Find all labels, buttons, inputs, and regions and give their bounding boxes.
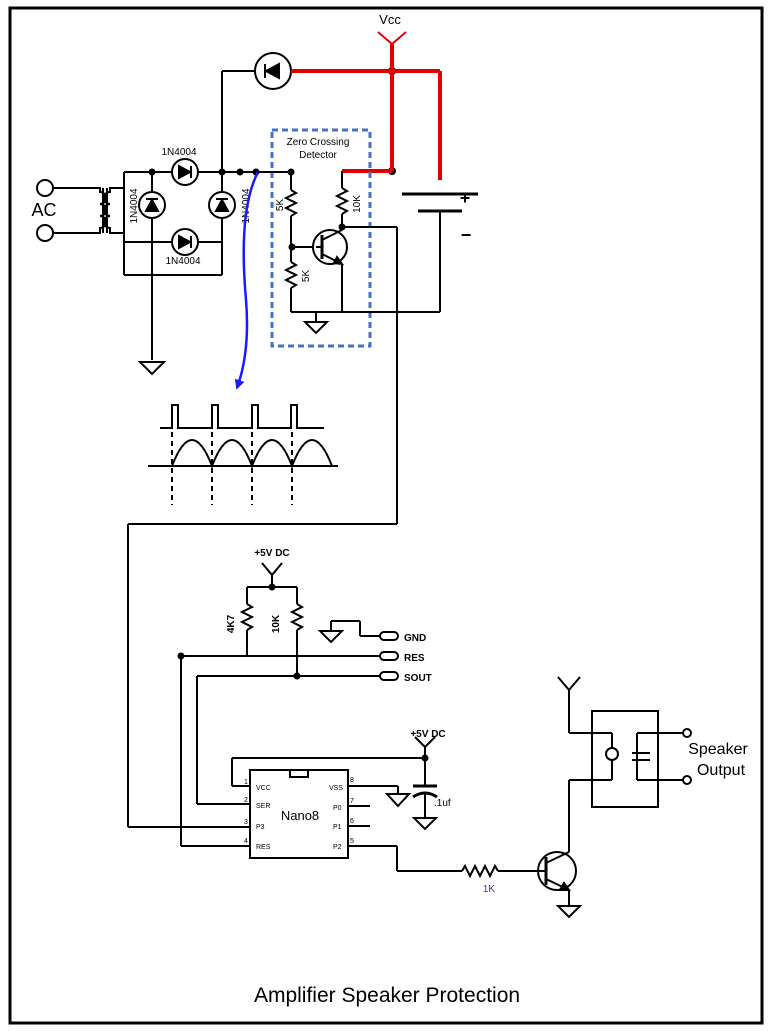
relay [557, 676, 692, 808]
r-bottom-label: 5K [301, 270, 312, 283]
detector-ground [302, 321, 330, 335]
bridge-diode-top [171, 158, 199, 186]
pin-2-name: SER [256, 803, 270, 810]
gnd-connector [317, 620, 380, 644]
dc5v-cap-label: +5V DC [410, 729, 445, 740]
page-title: Amplifier Speaker Protection [254, 984, 520, 1007]
supply-wiring [221, 70, 254, 172]
plus-label: + [460, 188, 471, 208]
pin-1-name: VCC [256, 785, 271, 792]
pin-2-number: 2 [244, 797, 248, 804]
ground-symbol [137, 361, 167, 376]
pullup-network [180, 562, 380, 846]
zcd-label-2: Detector [299, 150, 337, 161]
r-top-label: 5K [275, 199, 286, 212]
pin-6-number: 6 [350, 818, 354, 825]
decoupling-capacitor [411, 736, 439, 831]
zero-crossing-box [270, 128, 372, 348]
header-pins [379, 631, 399, 681]
pin-5-number: 5 [350, 838, 354, 845]
series-diode [254, 52, 292, 90]
waveform-arrow [234, 171, 260, 390]
chip-ground [384, 793, 412, 808]
ac-input [36, 179, 88, 242]
waveform-guides [171, 432, 293, 505]
battery-capacitor [402, 192, 478, 312]
bridge-diode-right [208, 191, 236, 219]
pin-1-number: 1 [244, 779, 248, 786]
diode-left-label: 1N4004 [129, 188, 140, 223]
diode-top-label: 1N4004 [161, 147, 196, 158]
ac-label: AC [31, 200, 56, 220]
zcd-label-1: Zero Crossing [287, 137, 350, 148]
sout-label: SOUT [404, 673, 432, 684]
pin-8-number: 8 [350, 777, 354, 784]
pin-3-number: 3 [244, 819, 248, 826]
res-label: RES [404, 653, 425, 664]
cap-label: .1uf [434, 798, 451, 809]
chip-label: Nano8 [281, 808, 319, 823]
bridge-diode-left [138, 191, 166, 219]
detector-wiring [127, 171, 440, 827]
pin-7-name: P0 [333, 805, 342, 812]
diode-bottom-label: 1N4004 [165, 256, 200, 267]
waveform [148, 404, 338, 469]
r-1k-label: 1K [483, 884, 496, 895]
pin-8-name: VSS [329, 785, 343, 792]
pin-4-name: RES [256, 844, 271, 851]
pin-7-number: 7 [350, 798, 354, 805]
nano8-chip [128, 757, 462, 872]
bridge-diode-bottom [171, 228, 199, 256]
vcc-label: Vcc [379, 12, 401, 27]
pin-6-name: P1 [333, 824, 342, 831]
pin-3-name: P3 [256, 824, 265, 831]
transformer [88, 187, 124, 234]
speaker-label-2: Output [697, 762, 746, 779]
r-4k7-label: 4K7 [226, 614, 237, 633]
output-driver [461, 779, 612, 919]
r-10k-label: 10K [271, 614, 282, 633]
pin-4-number: 4 [244, 838, 248, 845]
page-border [8, 6, 764, 1025]
dc5v-top-label: +5V DC [254, 548, 289, 559]
vcc-power-wires [291, 44, 442, 180]
detector-transistor [312, 229, 348, 266]
vcc-antenna [377, 31, 407, 45]
minus-label: − [461, 225, 472, 245]
speaker-label-1: Speaker [688, 741, 748, 758]
gnd-label: GND [404, 633, 426, 644]
pin-5-name: P2 [333, 844, 342, 851]
r-collector-label: 10K [352, 195, 363, 213]
